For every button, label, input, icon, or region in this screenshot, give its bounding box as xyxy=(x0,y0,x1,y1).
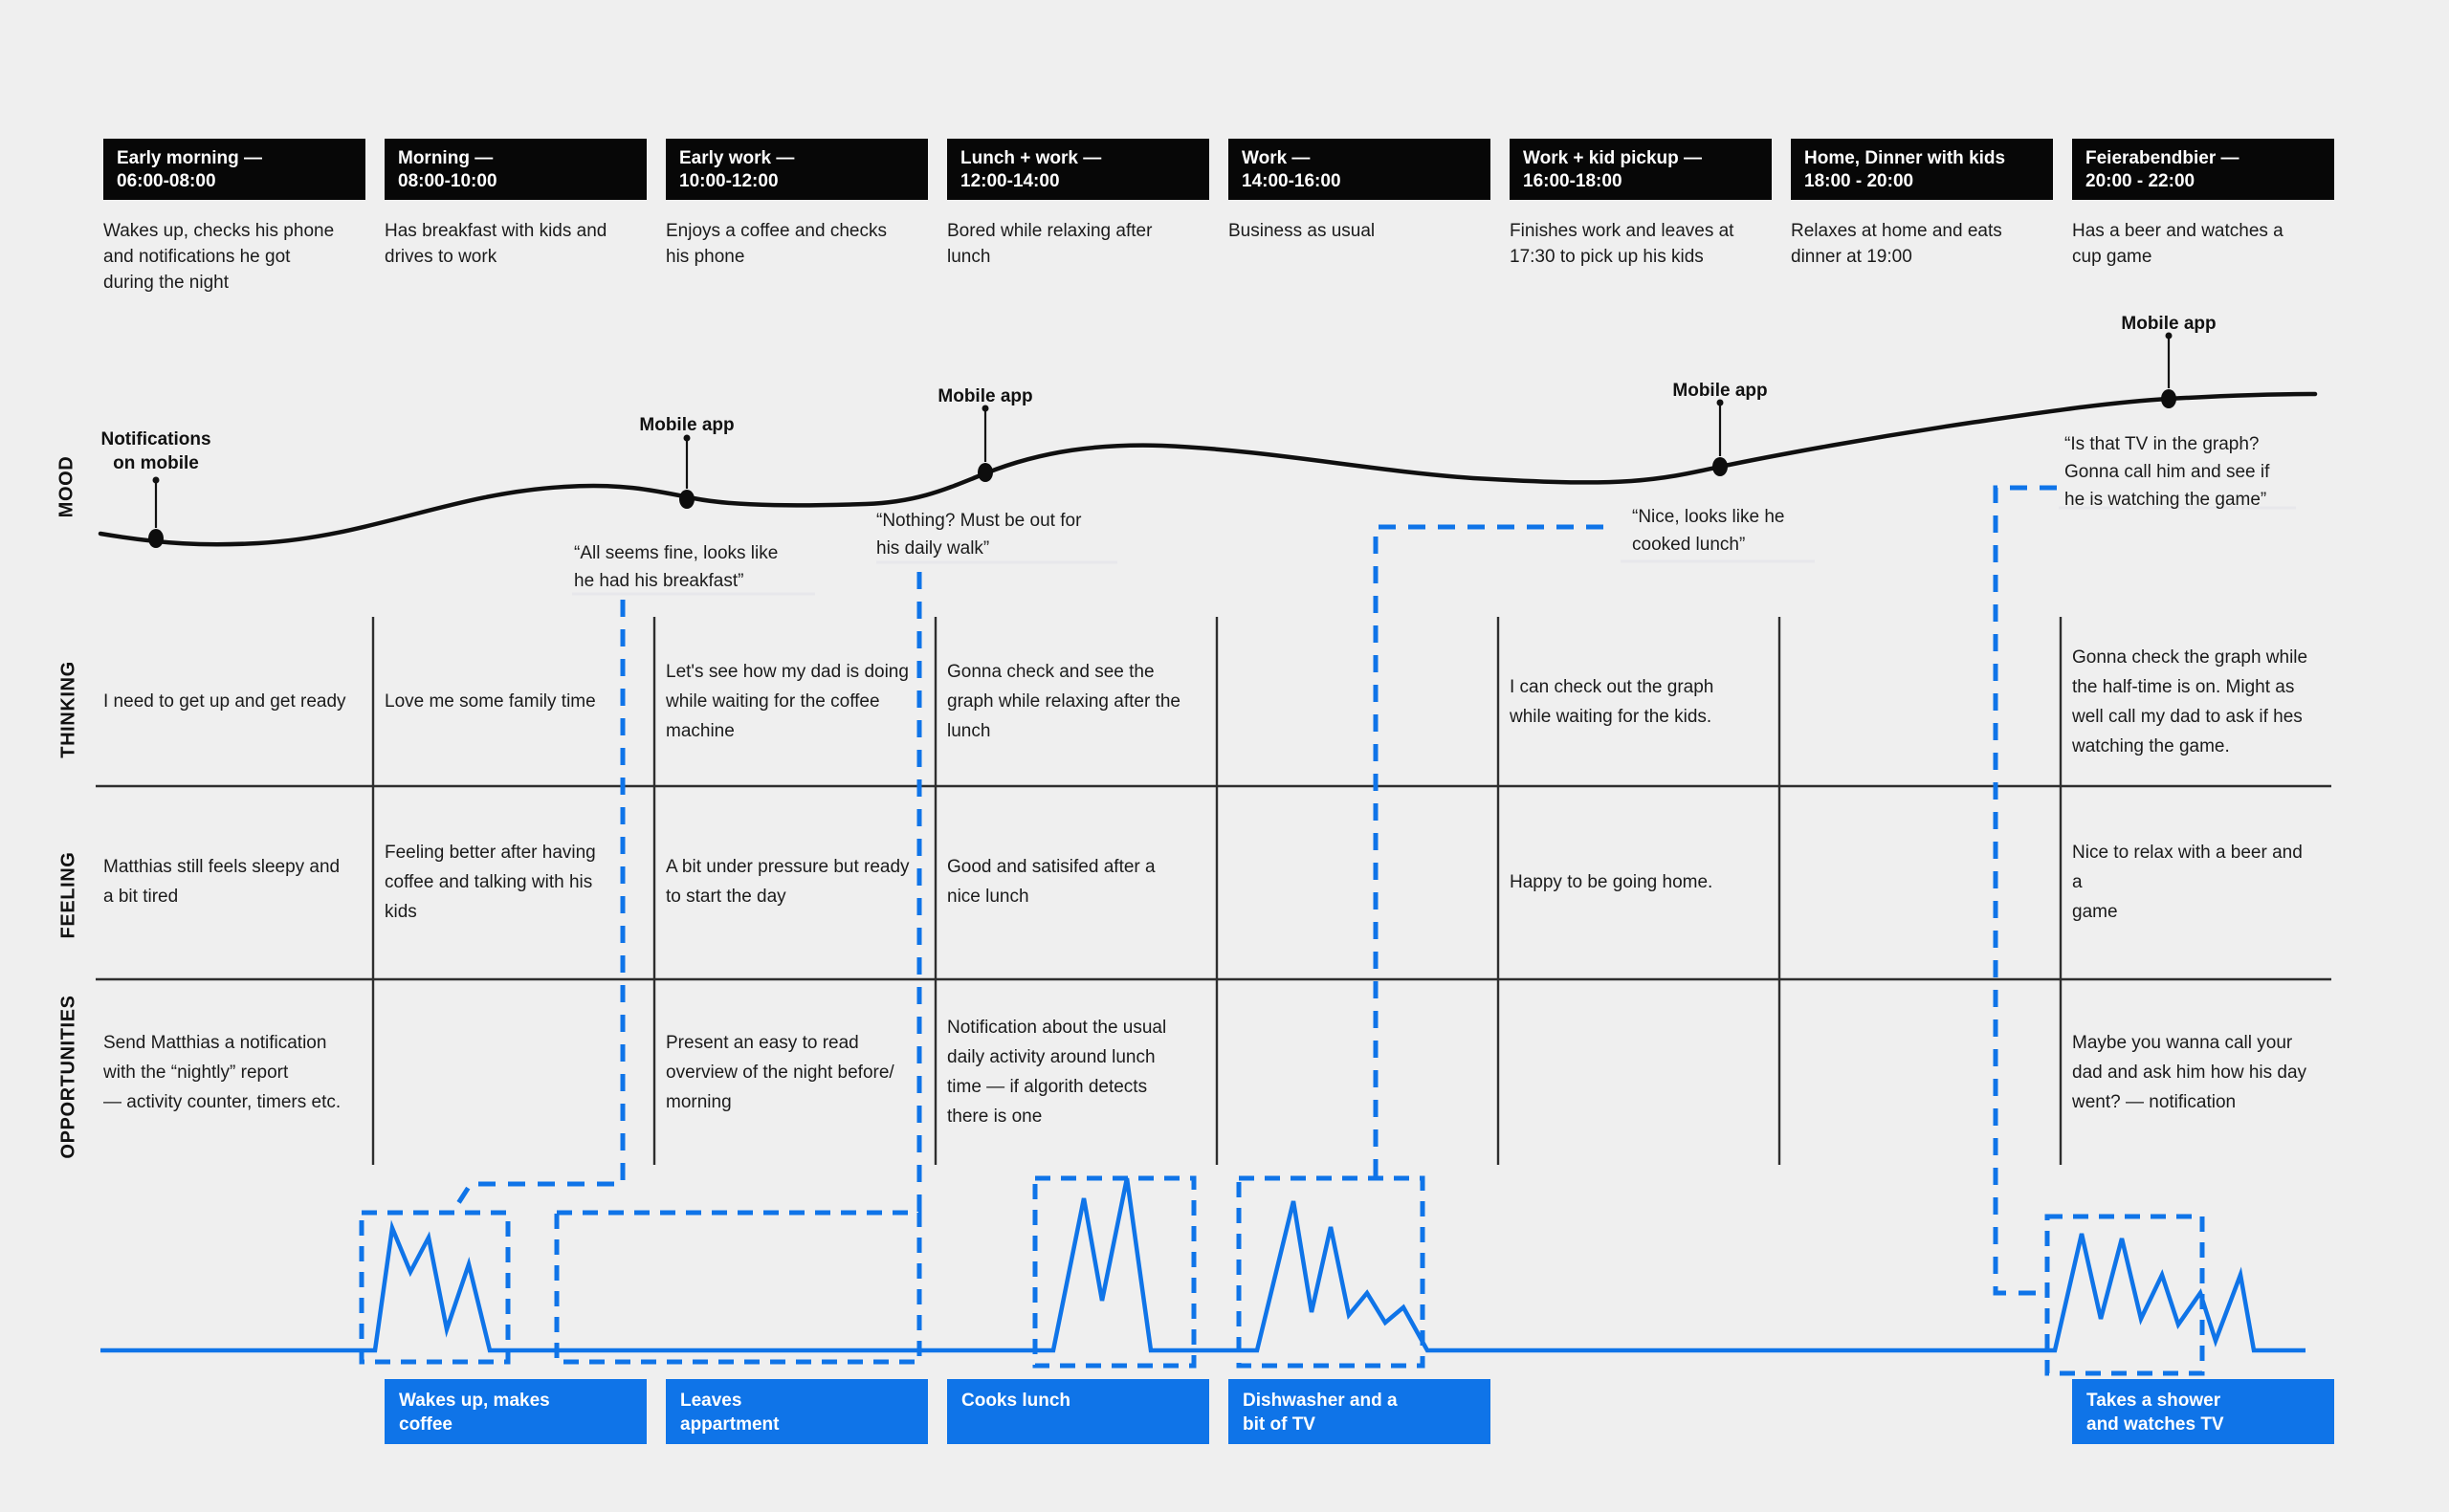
activity-label-shower-tv: Takes a shower and watches TV xyxy=(2072,1379,2334,1444)
stage-description: Relaxes at home and eats dinner at 19:00 xyxy=(1791,221,2002,267)
thinking-cell xyxy=(1791,617,2036,786)
mood-annotation-mobile-app: Mobile app xyxy=(2121,314,2217,334)
feeling-cell: Nice to relax with a beer and a game xyxy=(2072,842,2303,922)
stage-description: Business as usual xyxy=(1228,221,1376,241)
activity-highlight-rect xyxy=(1236,1175,1425,1369)
activity-label-cooks-lunch: Cooks lunch xyxy=(947,1379,1209,1444)
mood-touchpoint-dot xyxy=(679,490,695,509)
feeling-cell: Good and satisifed after a nice lunch xyxy=(947,857,1156,907)
annotation-stem-cap xyxy=(982,405,989,412)
thinking-cell: I need to get up and get ready xyxy=(103,691,346,712)
activity-spike-line xyxy=(100,1177,2306,1353)
opportunity-cell xyxy=(385,979,629,1165)
user-quote: “Nothing? Must be out for his daily walk… xyxy=(876,511,1082,559)
opportunity-cell xyxy=(1791,979,2036,1165)
feeling-cell xyxy=(1791,786,2036,977)
stage-header-early-morning: Early morning — 06:00-08:00 xyxy=(103,139,365,200)
thinking-cell: Love me some family time xyxy=(385,691,596,712)
dashed-connector-line xyxy=(1373,524,1603,1178)
stage-header-lunch-work: Lunch + work — 12:00-14:00 xyxy=(947,139,1209,200)
opportunity-cell: Notification about the usual daily activ… xyxy=(947,1018,1167,1127)
user-quote: “All seems fine, looks like he had his b… xyxy=(574,543,779,591)
stage-header-morning: Morning — 08:00-10:00 xyxy=(385,139,647,200)
dashed-connector-line xyxy=(451,600,626,1213)
stage-header-home-dinner: Home, Dinner with kids 18:00 - 20:00 xyxy=(1791,139,2053,200)
mood-touchpoint-dot xyxy=(2161,389,2176,408)
annotation-stem-cap xyxy=(683,434,691,442)
mood-touchpoint-dot xyxy=(1712,457,1728,476)
opportunity-cell xyxy=(1510,979,1754,1165)
mood-annotation-mobile-app: Mobile app xyxy=(639,415,735,435)
stage-description: Enjoys a coffee and checks his phone xyxy=(666,221,887,267)
feeling-cell xyxy=(1228,786,1473,977)
activity-highlight-rect xyxy=(554,1210,922,1365)
feeling-cell: A bit under pressure but ready to start … xyxy=(666,857,910,907)
stage-header-kid-pickup: Work + kid pickup — 16:00-18:00 xyxy=(1510,139,1772,200)
mood-annotation-notifications: Notifications on mobile xyxy=(100,429,211,473)
thinking-cell: I can check out the graph while waiting … xyxy=(1510,676,1714,727)
user-quote: “Nice, looks like he cooked lunch” xyxy=(1632,507,1785,555)
annotation-stem-cap xyxy=(2165,332,2173,340)
feeling-cell: Feeling better after having coffee and t… xyxy=(385,842,596,922)
thinking-cell: Gonna check and see the graph while rela… xyxy=(947,662,1180,741)
activity-label-wakes-up: Wakes up, makes coffee xyxy=(385,1379,647,1444)
stage-description: Wakes up, checks his phone and notificat… xyxy=(103,221,335,293)
activity-highlight-rect xyxy=(1032,1175,1197,1369)
mood-touchpoint-dot xyxy=(978,463,993,482)
opportunity-cell xyxy=(1228,979,1473,1165)
row-label-feeling: FEELING xyxy=(57,851,79,939)
thinking-cell: Gonna check the graph while the half-tim… xyxy=(2072,646,2308,756)
dashed-connector-line xyxy=(1993,485,2057,1296)
annotation-stem-cap xyxy=(152,476,160,484)
mood-annotation-mobile-app: Mobile app xyxy=(1672,381,1768,401)
stage-header-work: Work — 14:00-16:00 xyxy=(1228,139,1490,200)
user-quote: “Is that TV in the graph? Gonna call him… xyxy=(2064,434,2270,510)
thinking-cell xyxy=(1228,617,1473,786)
stage-description: Has breakfast with kids and drives to wo… xyxy=(385,221,607,267)
stage-header-early-work: Early work — 10:00-12:00 xyxy=(666,139,928,200)
stage-description: Bored while relaxing after lunch xyxy=(947,221,1153,267)
row-label-mood: MOOD xyxy=(55,455,77,518)
annotation-stem-cap xyxy=(1716,399,1724,406)
activity-highlight-rect xyxy=(359,1210,511,1365)
stage-header-feierabendbier: Feierabendbier — 20:00 - 22:00 xyxy=(2072,139,2334,200)
activity-label-dishwasher-tv: Dishwasher and a bit of TV xyxy=(1228,1379,1490,1444)
row-label-thinking: THINKING xyxy=(57,661,79,758)
row-label-opportunities: OPPORTUNITIES xyxy=(57,995,79,1159)
opportunity-cell: Present an easy to read overview of the … xyxy=(666,1032,894,1112)
activity-highlight-rect xyxy=(2044,1214,2205,1376)
mood-curve xyxy=(98,391,2318,547)
feeling-cell: Matthias still feels sleepy and a bit ti… xyxy=(103,857,341,907)
stage-description: Has a beer and watches a cup game xyxy=(2072,221,2284,267)
mood-touchpoint-dot xyxy=(148,529,164,548)
stage-description: Finishes work and leaves at 17:30 to pic… xyxy=(1510,221,1734,267)
mood-annotation-mobile-app: Mobile app xyxy=(938,386,1033,406)
activity-label-leaves-appartment: Leaves appartment xyxy=(666,1379,928,1444)
thinking-cell: Let's see how my dad is doing while wait… xyxy=(666,662,909,741)
feeling-cell: Happy to be going home. xyxy=(1510,871,1713,892)
opportunity-cell: Maybe you wanna call your dad and ask hi… xyxy=(2072,1032,2307,1112)
opportunity-cell: Send Matthias a notification with the “n… xyxy=(103,1032,342,1112)
